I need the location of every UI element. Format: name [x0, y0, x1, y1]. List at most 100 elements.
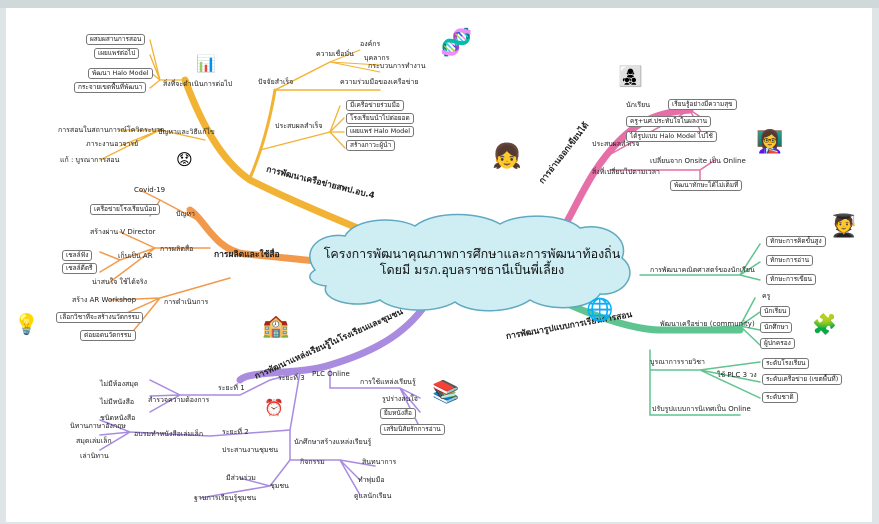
- green-plc2: ระดับเครือข่าย (เขตพื้นที่): [762, 374, 843, 385]
- network-icon: 🧩: [812, 312, 837, 336]
- globe-icon: 🌐: [586, 298, 614, 323]
- pink-c1: เปลี่ยนจาก Onsite เป็น Online: [650, 157, 746, 165]
- purple-b1: นิทานภาษาอังกฤษ: [70, 422, 126, 430]
- pink-c2: พัฒนาทักษะได้ไม่เต็มที่: [670, 180, 743, 191]
- purple-survey: สำรวจความต้องการ: [148, 396, 210, 404]
- yellow-next-3: พัฒนา Halo Model: [88, 68, 153, 79]
- kids-icon: 👩‍👧‍👦: [618, 64, 643, 88]
- purple-t2: ทำพุ่มมือ: [358, 476, 385, 484]
- pink-s2: ครู+นศ.ประทับใจในผลงาน: [626, 116, 712, 127]
- purple-a1: ไม่มีห้องสมุด: [100, 380, 139, 388]
- yellow-factors: ปัจจัยสำเร็จ: [258, 78, 294, 86]
- orange-extend: ต่อยอดนวัตกรรม: [80, 330, 136, 341]
- orange-interesting: น่าสนใจ ใช้ได้จริง: [92, 278, 148, 286]
- orange-covid: Covid-19: [134, 186, 166, 194]
- purple-plc-online: PLC Online: [312, 370, 350, 378]
- yellow-trust: ความเชื่อมั่น: [316, 50, 354, 58]
- purple-a2: ไม่มีหนังสือ: [100, 398, 135, 406]
- green-parent: ผู้ปกครอง: [760, 338, 795, 349]
- green-intern: นักศึกษา: [760, 322, 793, 333]
- green-plc1: ระดับโรงเรียน: [762, 358, 810, 369]
- yellow-next-2: เผยแพร่ต่อไป: [94, 48, 140, 59]
- yellow-problem-1: การสอนในสถานการณ์โควิดระบาด: [58, 126, 165, 134]
- yellow-next-1: ผสมผสานการสอน: [86, 34, 146, 45]
- yellow-success: ประสบผลสำเร็จ: [275, 122, 323, 130]
- orange-small-net: เครือข่ายโรงเรียนน้อย: [90, 204, 161, 215]
- yellow-fix: แก้ : บูรณาการสอน: [60, 156, 120, 164]
- sad-face-icon: 😟: [176, 150, 193, 169]
- yellow-cooperate: ความร่วมมือของเครือข่าย: [340, 78, 419, 86]
- purple-u1: รูปร่างสนใจ: [382, 395, 418, 403]
- center-title-line1: โครงการพัฒนาคุณภาพการศึกษาและการพัฒนาท้อ…: [323, 246, 621, 261]
- alarm-clock-icon: ⏰: [264, 398, 284, 417]
- purple-coord: ประสานงานชุมชน: [222, 446, 278, 454]
- yellow-process: กระบวนการทำงาน: [368, 62, 426, 70]
- green-k2: ทักษะการอ่าน: [766, 255, 814, 266]
- corner-decoration: [0, 0, 879, 8]
- center-title: โครงการพัฒนาคุณภาพการศึกษาและการพัฒนาท้อ…: [322, 246, 622, 278]
- purple-book-corner: อบรมทำหนังสือเล่มเล็ก: [134, 430, 204, 438]
- center-cloud: [309, 213, 631, 312]
- yellow-main-branch: [181, 76, 384, 242]
- green-students: นักเรียน: [760, 306, 791, 317]
- orange-select: เลือกวิชาที่จะสร้างนวัตกรรม: [56, 312, 144, 323]
- yellow-spread-halo: เผยแพร่ Halo Model: [346, 126, 415, 137]
- yellow-next-4: กระจายเขตพื้นที่พัฒนา: [74, 82, 147, 93]
- yellow-tools: มีเครือข่ายร่วมมือ: [346, 100, 404, 111]
- center-title-line2: โดยมี มรภ.อุบลราชธานีเป็นพี่เลี้ยง: [379, 262, 565, 277]
- purple-t1: สินทนาการ: [362, 458, 397, 466]
- student-study-icon: 🧑‍🎓: [830, 214, 858, 239]
- green-plc3: ระดับชาติ: [762, 392, 798, 403]
- purple-use-src: การใช้แหล่งเรียนรู้: [360, 378, 416, 386]
- purple-st-build: นักศึกษาสร้างแหล่งเรียนรู้: [294, 438, 372, 446]
- green-plc: ใช้ PLC 3 วง: [717, 371, 757, 379]
- purple-activity: กิจกรรม: [300, 458, 325, 466]
- orange-easy-ar: เก็บเป็น AR: [118, 252, 153, 260]
- green-k3: ทักษะการเขียน: [766, 274, 816, 285]
- books-icon: 📚: [432, 380, 460, 405]
- orange-ar-workshop: สร้าง AR Workshop: [72, 296, 137, 304]
- yellow-org: องค์กร: [360, 40, 381, 48]
- orange-effective: เชลล์ฟัง: [62, 250, 93, 261]
- purple-b3: เล่านิทาน: [80, 452, 109, 460]
- purple-base: ฐานการเรียนรู้ชุมชน: [194, 494, 257, 502]
- orange-v-director: สร้างผ่าน V Director: [90, 228, 156, 236]
- pink-s3: ได้รูปแบบ Halo Model ไปใช้: [626, 131, 717, 142]
- orange-create: การผลิตสื่อ: [160, 245, 194, 253]
- dna-icon: 🧬: [440, 28, 473, 58]
- orange-branch-label: การผลิตและใช้สื่อ: [214, 250, 280, 260]
- purple-phase1: ระยะที่ 1: [218, 384, 245, 392]
- yellow-problem-2: ภาระงานอาจารย์: [86, 140, 139, 148]
- green-integrate: บูรณาการรายวิชา: [650, 358, 705, 366]
- teacher-board-icon: 👩‍🏫: [756, 130, 784, 155]
- lightbulb-icon: 💡: [14, 312, 39, 336]
- reading-child-icon: 👧: [492, 142, 522, 170]
- pink-s1: เรียนรู้อย่างมีความสุข: [668, 99, 737, 110]
- purple-t3: ดูแลนักเรียน: [354, 492, 392, 500]
- purple-phase3: ระยะที่ 3: [278, 374, 305, 382]
- yellow-school-good: โรงเรียนนำไปต่อยอด: [346, 113, 414, 124]
- pink-main-branch: [556, 106, 694, 238]
- yellow-staff: บุคลากร: [364, 54, 390, 62]
- yellow-leaders: สร้างภาวะผู้นำ: [346, 140, 396, 151]
- school-icon: 🏫: [262, 314, 290, 339]
- purple-community: ชุมชน: [270, 482, 289, 490]
- purple-u3: เสริมนิสัยรักการอ่าน: [380, 424, 445, 435]
- yellow-next: สิ่งที่จะดำเนินการต่อไป: [163, 80, 233, 88]
- green-community: พัฒนาเครือข่าย (community): [660, 320, 755, 328]
- purple-participate: มีส่วนร่วม: [226, 474, 256, 482]
- orange-use: การดำเนินการ: [164, 298, 209, 306]
- purple-u2: ยืมหนังสือ: [380, 408, 416, 419]
- chart-growth-icon: 📊: [196, 54, 216, 73]
- green-k1: ทักษะการคิดขั้นสูง: [766, 236, 826, 247]
- pink-success: ประสบผลสำเร็จ: [592, 140, 640, 148]
- purple-phase2: ระยะที่ 2: [222, 428, 249, 436]
- green-online: ปรับรูปแบบการนิเทศเป็น Online: [652, 405, 751, 413]
- orange-media: เชลล์ดีตรี: [62, 263, 97, 274]
- purple-a3: ชนิดหนังสือ: [100, 414, 136, 422]
- purple-b2: สมุดเล่มเล็ก: [76, 437, 112, 445]
- green-skill: การพัฒนาคณิตศาสตร์ของนักเรียน: [650, 266, 755, 274]
- green-teacher: ครู: [762, 292, 771, 300]
